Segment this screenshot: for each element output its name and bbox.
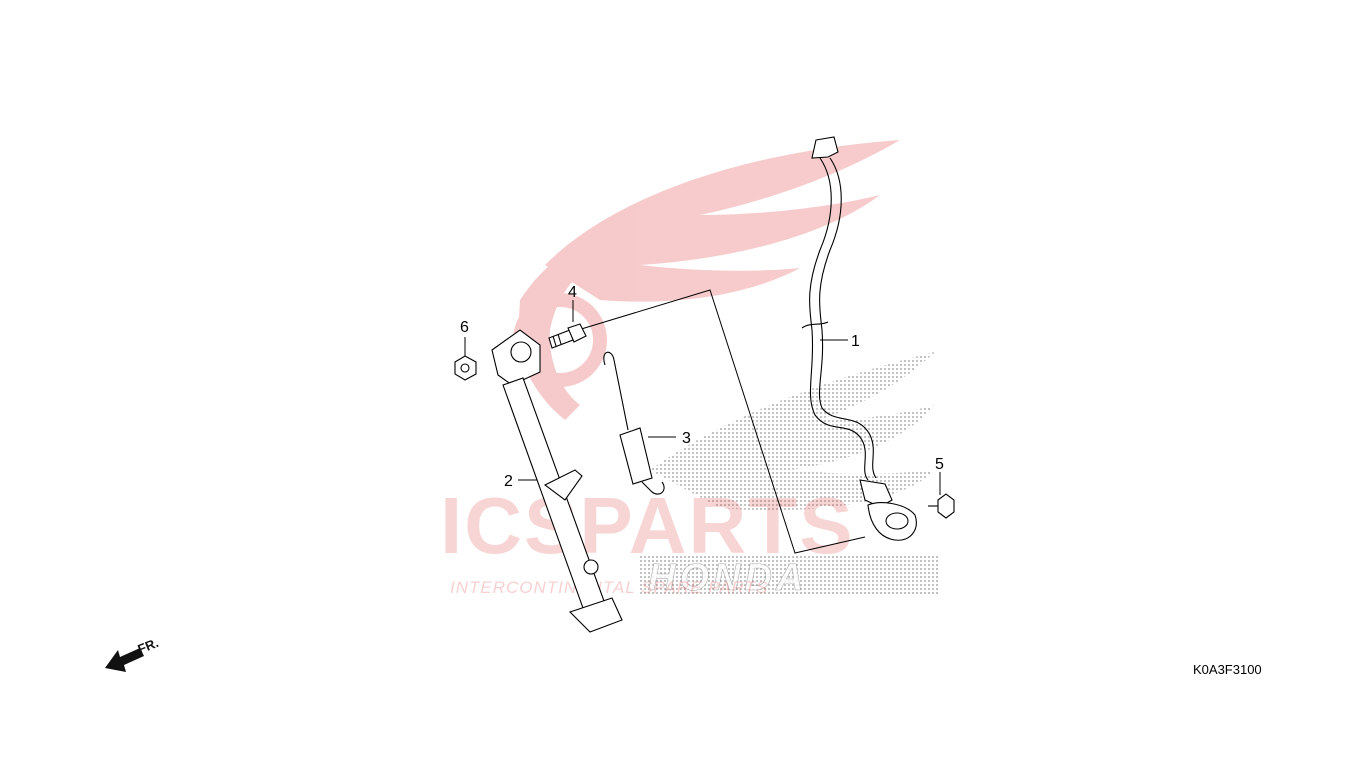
- callout-3: 3: [682, 430, 691, 447]
- watermark-tagline: INTERCONTINENTAL SPARE PARTS: [450, 578, 768, 597]
- front-direction-arrow: FR.: [105, 635, 161, 672]
- watermark-text: ICSPARTS HONDA INTERCONTINENTAL SPARE PA…: [440, 481, 855, 599]
- callout-4: 4: [568, 284, 577, 301]
- side-stand-2: [491, 329, 623, 633]
- callout-2: 2: [504, 473, 513, 490]
- callout-6: 6: [460, 319, 469, 336]
- watermark-icsparts: ICSPARTS: [440, 481, 855, 570]
- watermark-wing-logo: [513, 140, 900, 420]
- watermark-honda: HONDA: [648, 557, 807, 599]
- spring-3: [603, 351, 665, 495]
- leader-lines: [464, 289, 941, 554]
- bolt-5: [928, 493, 955, 519]
- arrow-left-icon: [105, 648, 144, 672]
- bolt-4: [548, 323, 587, 349]
- side-stand-switch: [801, 136, 917, 541]
- diagram-code: K0A3F3100: [1193, 662, 1262, 677]
- callouts: 1 2 3 4 5 6: [460, 284, 944, 490]
- callout-5: 5: [935, 456, 944, 473]
- callout-1: 1: [851, 333, 860, 350]
- watermark-dotted-wing: [640, 352, 940, 595]
- front-label: FR.: [136, 635, 161, 657]
- nut-6: [454, 355, 477, 381]
